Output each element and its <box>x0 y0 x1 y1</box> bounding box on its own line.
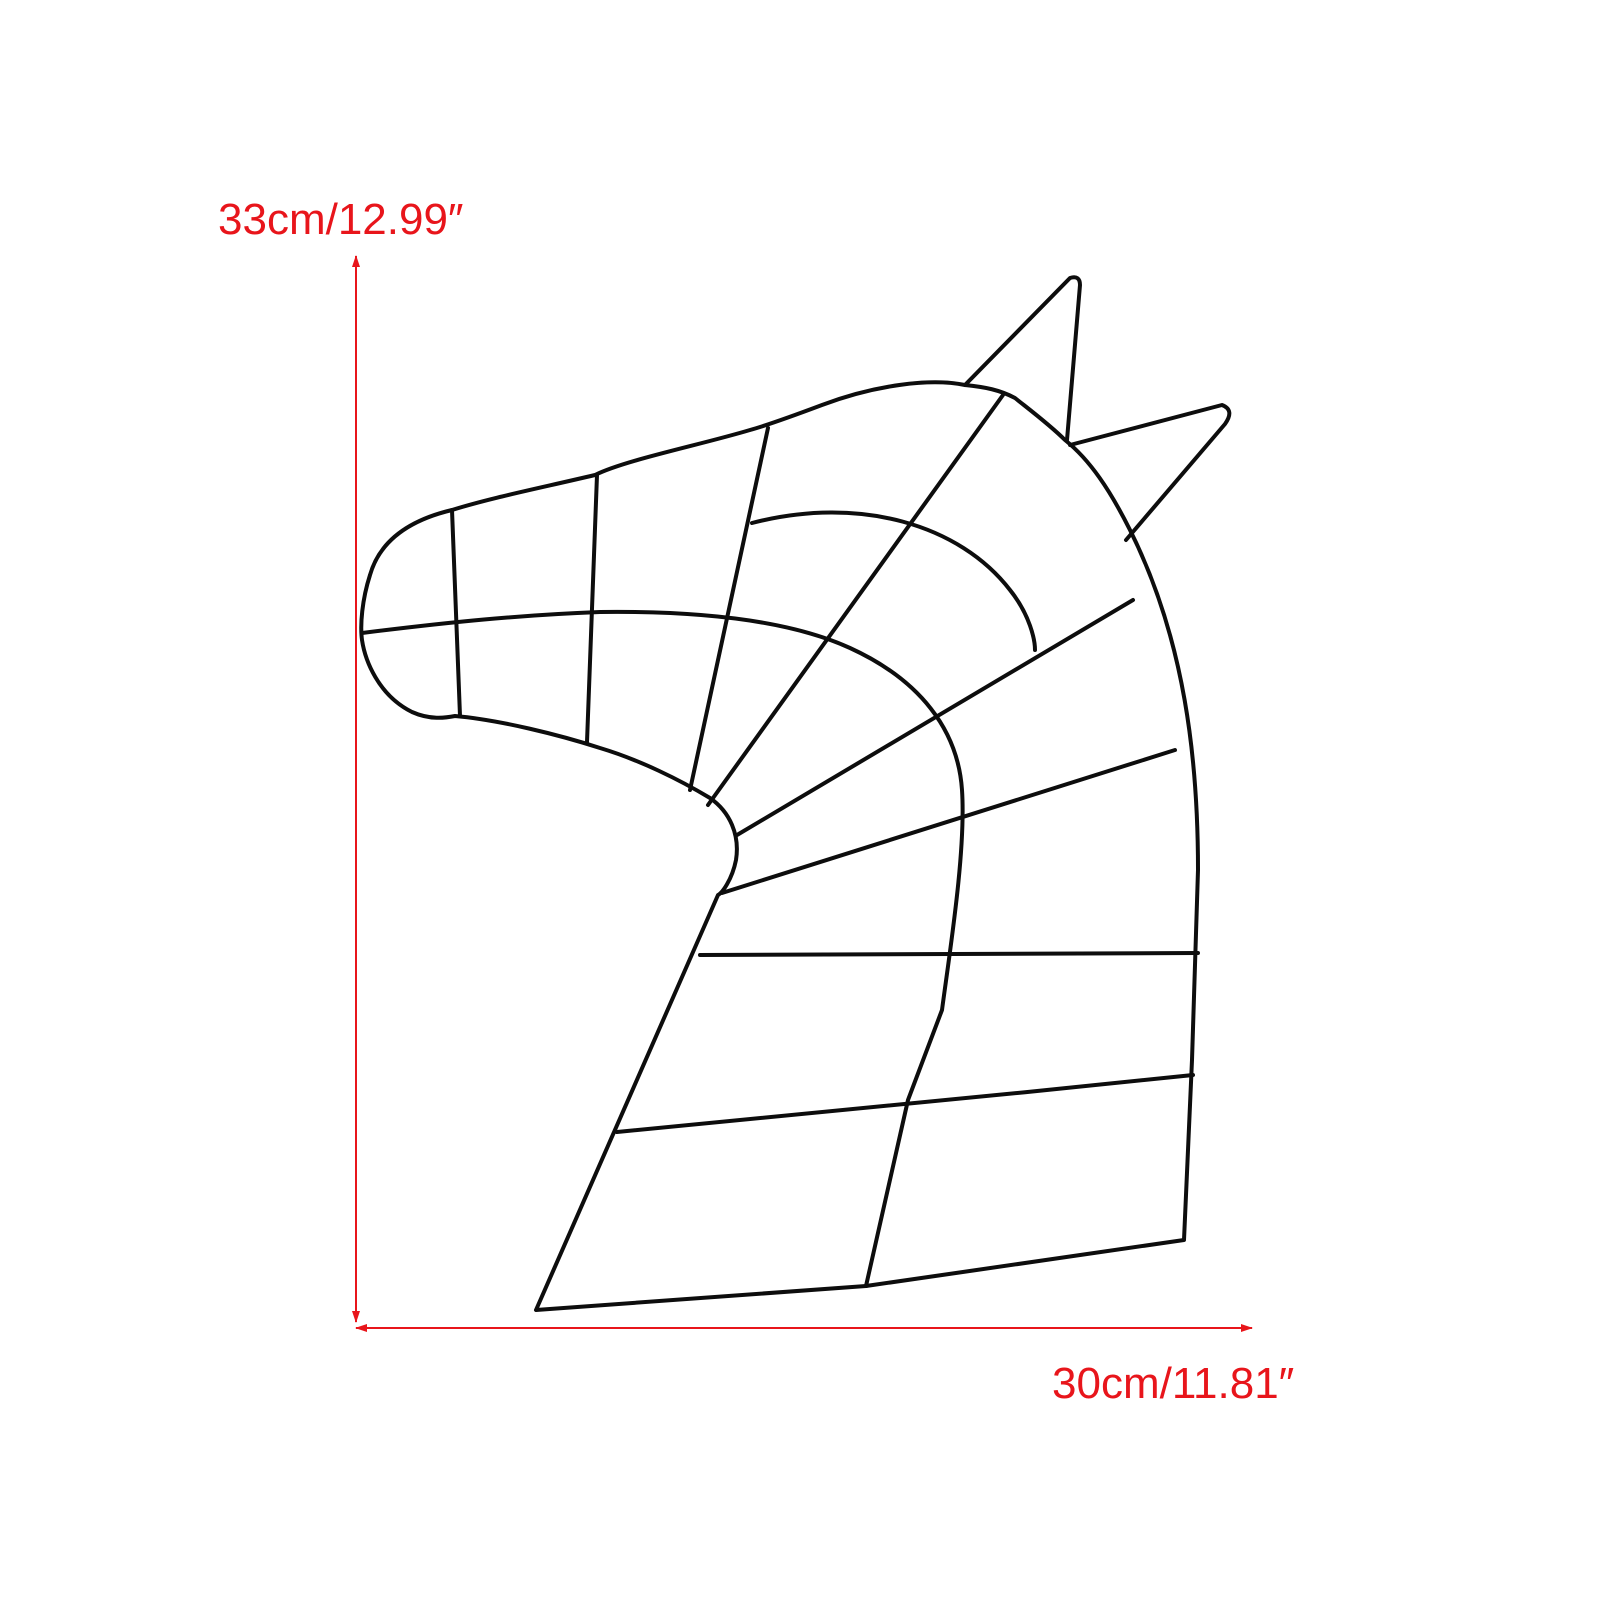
horse-head-wire-frame <box>359 275 1232 1312</box>
horse-nose-wire-2 <box>585 473 599 744</box>
horse-neck-wire-1 <box>698 951 1200 957</box>
horse-left-ear <box>963 275 1082 442</box>
horse-outline-wire <box>359 380 1200 1312</box>
horse-radial-wire-3 <box>720 748 1177 895</box>
horse-right-ear <box>1068 403 1232 542</box>
horse-radial-wire-2 <box>735 598 1135 837</box>
horse-cheek-arc <box>750 510 1037 652</box>
horse-muzzle-band <box>360 609 965 1288</box>
horse-face-wire <box>688 426 770 792</box>
horse-neck-wire-2 <box>615 1073 1195 1134</box>
width-dimension-label: 30cm/11.81″ <box>1052 1359 1295 1408</box>
horse-nose-wire-1 <box>450 508 462 718</box>
horse-radial-wire-1 <box>706 393 1005 807</box>
height-dimension-label: 33cm/12.99″ <box>218 195 464 244</box>
